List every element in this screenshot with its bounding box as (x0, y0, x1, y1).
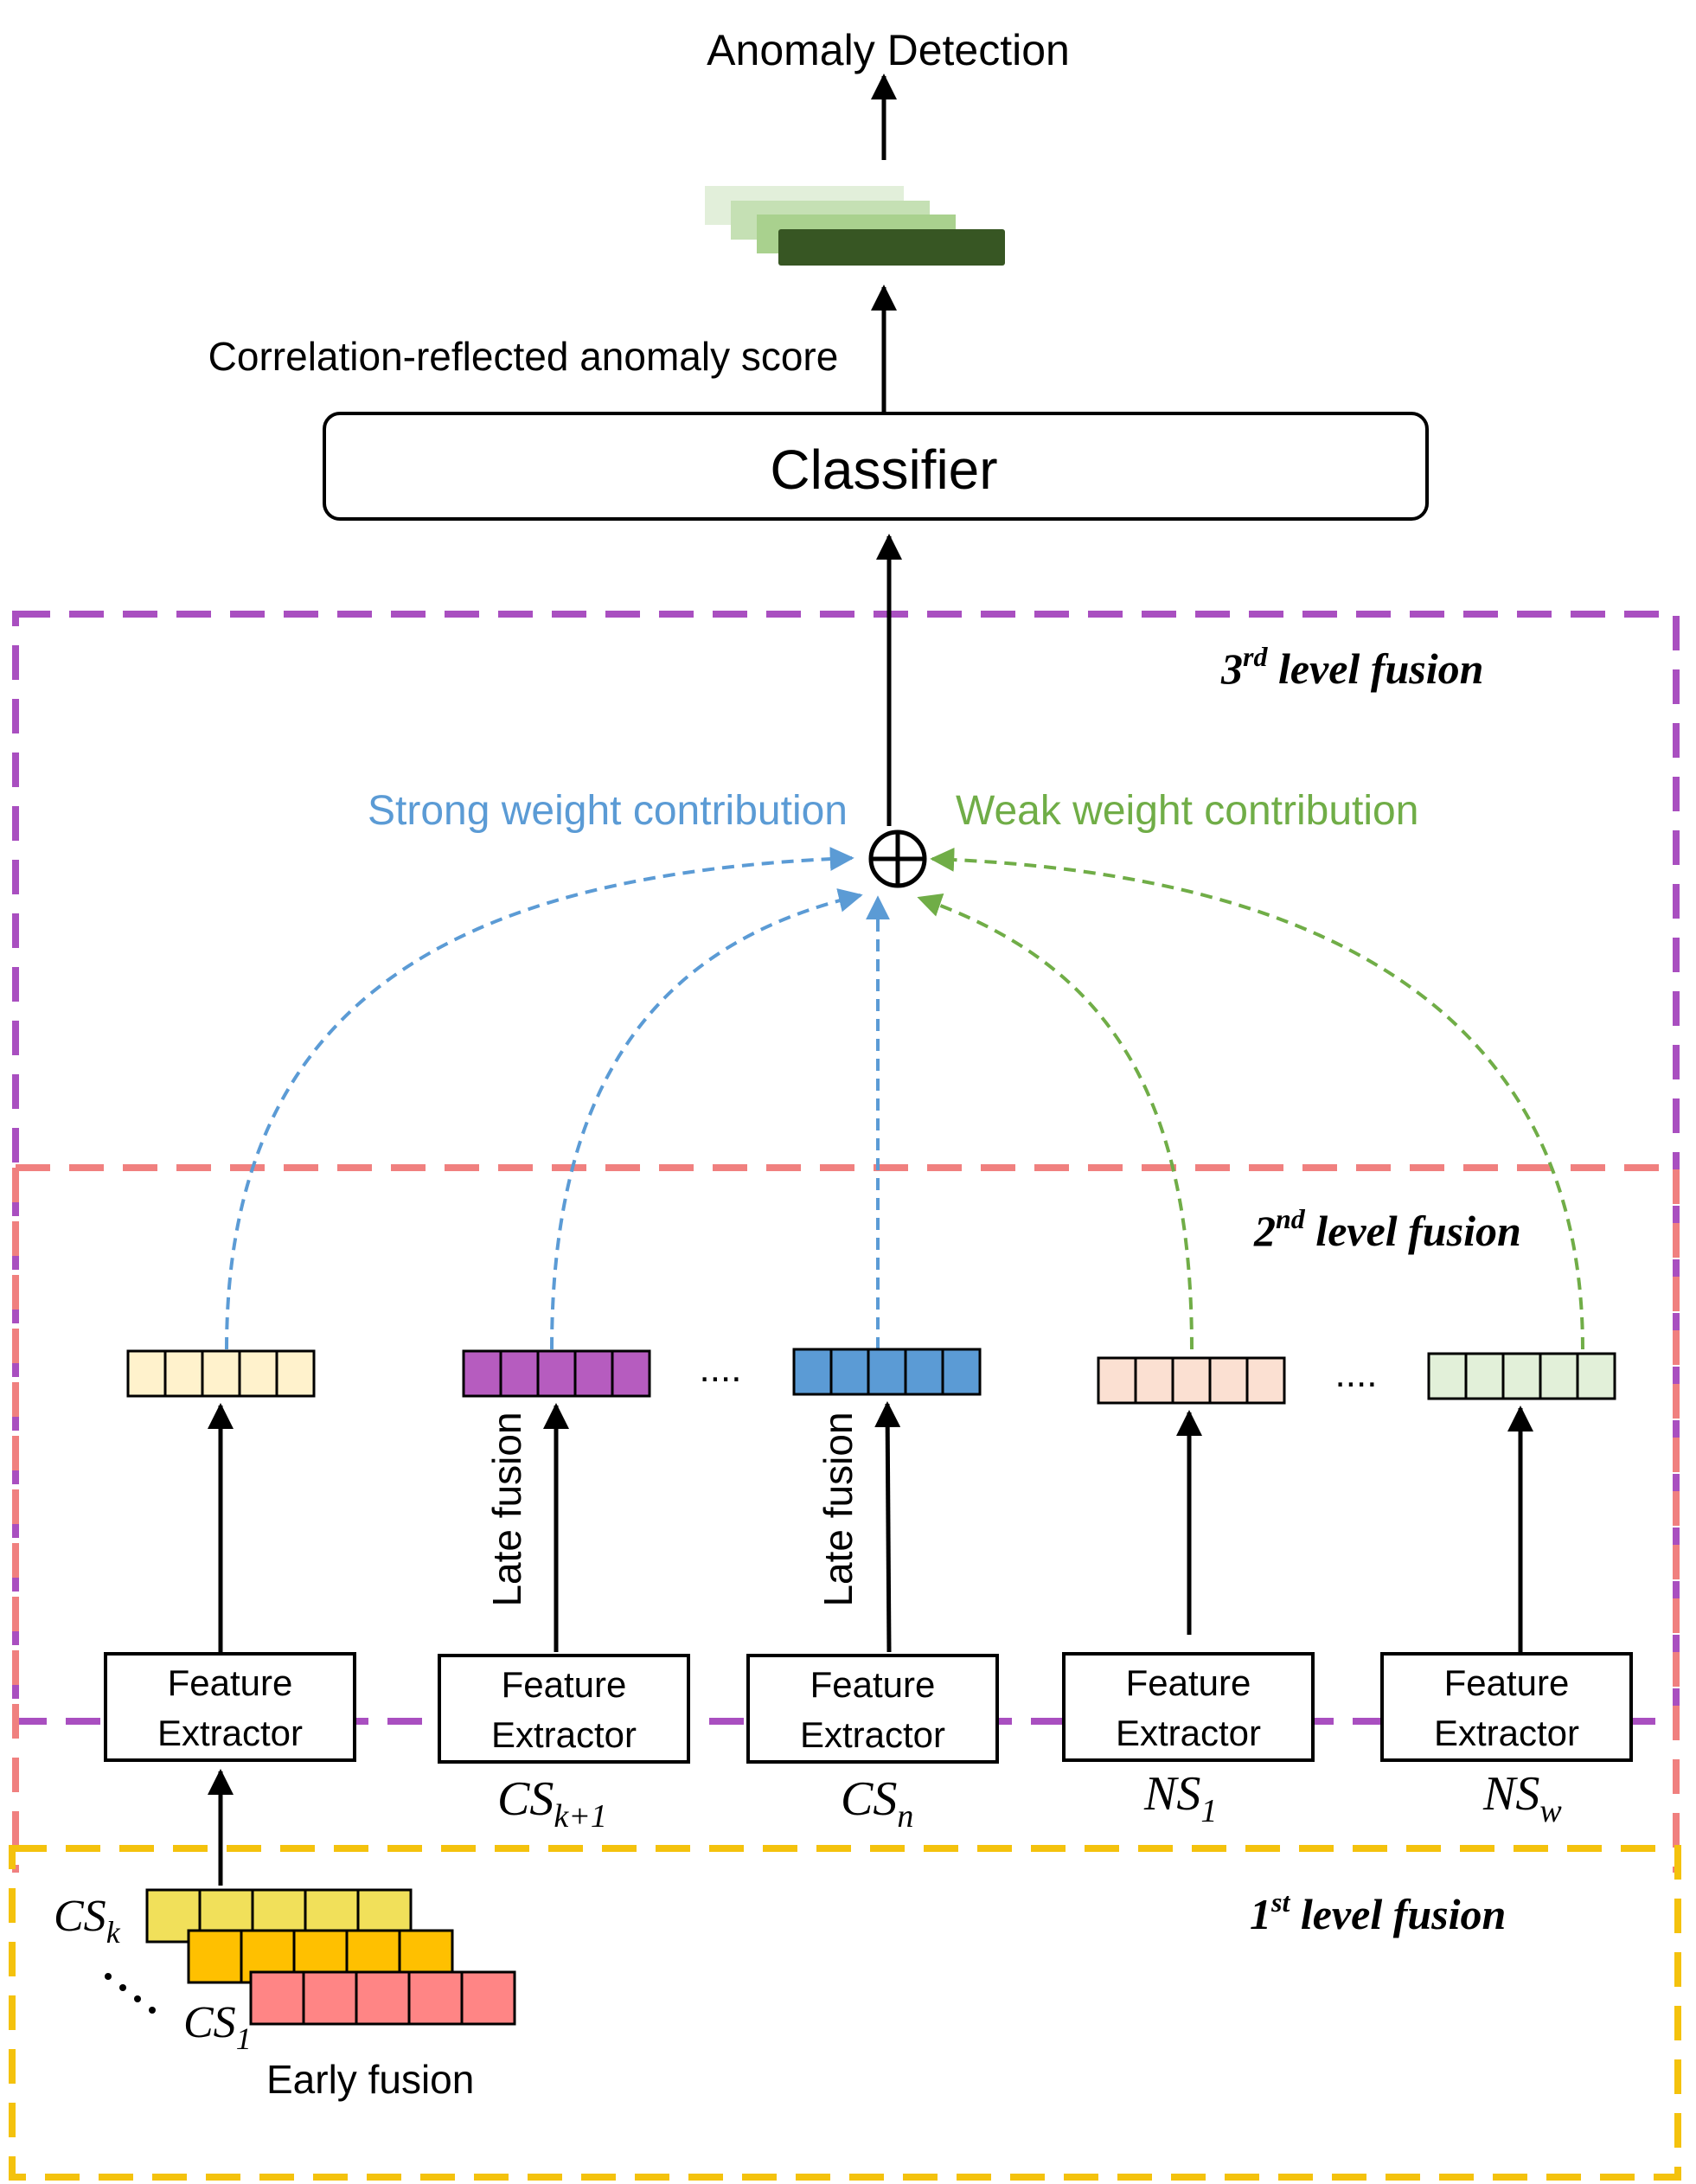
feature-extractor-early: Feature Extractor (104, 1652, 356, 1762)
feature-vector-cs-n (792, 1348, 982, 1396)
ellipsis-ns: .... (1335, 1353, 1378, 1395)
weak-contribution-label: Weak weight contribution (956, 788, 1418, 834)
classifier-label: Classifier (770, 439, 997, 501)
fusion-level2-box (12, 1164, 1680, 1873)
feature-vector-ns-w (1427, 1352, 1616, 1400)
svg-text:Extractor: Extractor (800, 1714, 945, 1755)
feature-vector-early (126, 1349, 316, 1398)
stack-ellipsis-icon (105, 1973, 156, 2014)
late-fusion-label-2: Late fusion (816, 1412, 861, 1606)
early-fusion-label: Early fusion (266, 2057, 474, 2102)
fusion-level2-label: 2nd level fusion (1253, 1203, 1521, 1255)
score-bars (705, 186, 1005, 266)
svg-text:Feature: Feature (1126, 1662, 1251, 1703)
fusion-level1-box (9, 1845, 1681, 2181)
svg-text:Feature: Feature (810, 1664, 936, 1705)
feature-extractor-cs-n: Feature Extractor (746, 1654, 999, 1764)
svg-text:Feature: Feature (168, 1662, 293, 1703)
score-label: Correlation-reflected anomaly score (208, 334, 839, 379)
late-fusion-label-1: Late fusion (484, 1412, 529, 1606)
feature-extractor-cs-k1: Feature Extractor (438, 1654, 690, 1764)
feature-vector-ns-1 (1097, 1356, 1286, 1405)
weak-arrow-2 (930, 847, 1584, 1350)
strong-contribution-label: Strong weight contribution (368, 788, 848, 834)
sum-operator-icon (868, 829, 927, 888)
feature-extractor-ns-1: Feature Extractor (1062, 1652, 1315, 1762)
score-bar-4 (778, 229, 1005, 266)
ellipsis-cs: .... (700, 1348, 742, 1390)
svg-text:Feature: Feature (502, 1664, 627, 1705)
svg-text:Extractor: Extractor (1434, 1713, 1579, 1753)
svg-text:Extractor: Extractor (157, 1713, 303, 1753)
arrow-extractor-cs-n (874, 1401, 901, 1653)
strong-arrow-2 (550, 888, 863, 1350)
svg-text:Extractor: Extractor (1116, 1713, 1261, 1753)
sensor-label-cs-k1: CSk+1 (497, 1772, 607, 1835)
svg-text:Extractor: Extractor (491, 1714, 637, 1755)
svg-text:Feature: Feature (1444, 1662, 1570, 1703)
sensor-label-cs-n: CSn (841, 1772, 913, 1835)
feature-extractor-ns-w: Feature Extractor (1380, 1652, 1633, 1762)
sensor-label-ns-1: NS1 (1143, 1767, 1217, 1829)
fusion-level1-label: 1st level fusion (1250, 1886, 1506, 1938)
feature-vector-cs-k1 (462, 1349, 651, 1398)
fusion-level3-label: 3rd level fusion (1220, 641, 1483, 693)
sensor-label-cs-k: CSk (54, 1892, 121, 1950)
sensor-label-ns-w: NSw (1482, 1767, 1562, 1829)
early-fusion-stack (145, 1888, 516, 2026)
sensor-label-cs-1: CS1 (183, 1998, 252, 2056)
weak-arrow-1 (917, 893, 1194, 1350)
classifier-box (323, 412, 1429, 521)
output-title: Anomaly Detection (707, 26, 1070, 74)
strong-arrow-1 (225, 846, 854, 1350)
